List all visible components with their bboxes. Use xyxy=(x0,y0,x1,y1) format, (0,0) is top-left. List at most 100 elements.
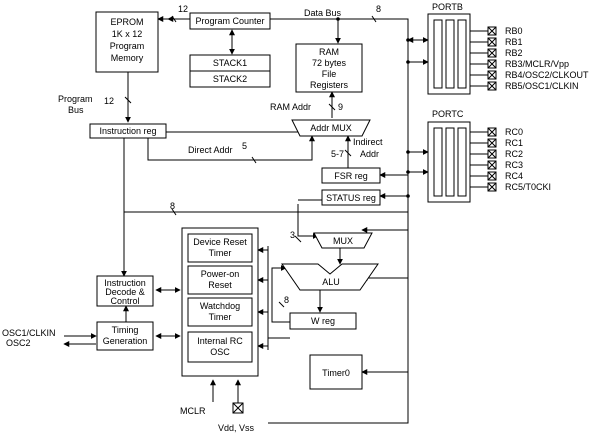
ram-addr-width: 9 xyxy=(338,102,343,112)
ram-addr-label: RAM Addr xyxy=(270,102,311,112)
ram-line3: File xyxy=(322,69,337,79)
pin-label: RB3/MCLR/Vpp xyxy=(505,59,569,69)
stack2-block xyxy=(189,70,271,88)
pin-label: RC1 xyxy=(505,138,523,148)
alu-label: ALU xyxy=(322,277,340,287)
portc-cell xyxy=(457,127,467,197)
indirect-addr-width: 5-7 xyxy=(331,149,344,159)
pin-cross xyxy=(487,37,497,47)
eprom-line2: 1K x 12 xyxy=(112,29,143,39)
status-to-mux xyxy=(297,204,319,239)
pin-cross xyxy=(487,182,497,192)
vdd-vss-label: Vdd, Vss xyxy=(218,423,255,433)
portc-cell xyxy=(433,127,443,197)
junction-dot xyxy=(406,150,410,154)
data-bus-width: 8 xyxy=(376,4,381,14)
portb-cell xyxy=(445,19,455,89)
osc-line1: Internal RC xyxy=(197,336,243,346)
pin-label: RB5/OSC1/CLKIN xyxy=(505,81,579,91)
wdt-line1: Watchdog xyxy=(200,301,240,311)
program-bus-line2: Bus xyxy=(68,105,84,115)
wreg-feedback xyxy=(271,265,290,323)
drt-line1: Device Reset xyxy=(193,237,247,247)
literal-bus-width: 8 xyxy=(170,201,175,211)
junction-dot xyxy=(406,38,410,42)
eprom-line3: Program xyxy=(110,41,145,51)
addr-mux-label: Addr MUX xyxy=(310,123,352,133)
pin-cross xyxy=(487,171,497,181)
mux-label: MUX xyxy=(333,236,353,246)
alu-in-width: 3 xyxy=(290,230,295,240)
por-line2: Reset xyxy=(208,280,232,290)
instruction-reg-block xyxy=(89,123,167,139)
pin-cross xyxy=(487,81,497,91)
osc-pin-line2: OSC2 xyxy=(6,338,31,348)
data-bus-label: Data Bus xyxy=(304,8,342,18)
fsr-reg-label: FSR reg xyxy=(334,171,368,181)
internal-rc-osc-block xyxy=(187,331,253,363)
portc-title: PORTC xyxy=(432,109,464,119)
device-reset-timer-block xyxy=(187,233,253,263)
ram-block xyxy=(295,43,363,93)
alu-in-tick xyxy=(294,235,302,243)
direct-addr-label: Direct Addr xyxy=(188,145,233,155)
power-on-reset-block xyxy=(187,265,253,295)
pin-cross xyxy=(487,26,497,36)
decode-line1: Instruction xyxy=(104,278,146,288)
direct-addr-width: 5 xyxy=(242,141,247,151)
pin-cross xyxy=(487,48,497,58)
pin-cross xyxy=(487,149,497,159)
junction-dot xyxy=(406,170,410,174)
status-reg-block xyxy=(321,189,381,206)
ram-line1: RAM xyxy=(319,47,339,57)
pin-label: RB0 xyxy=(505,26,523,36)
instruction-decode-block xyxy=(96,275,154,307)
timing-line1: Timing xyxy=(112,325,139,335)
watchdog-timer-block xyxy=(187,297,253,327)
timing-line2: Generation xyxy=(103,336,148,346)
ram-addr-tick xyxy=(328,103,336,111)
stack1-label: STACK1 xyxy=(213,58,247,68)
literal-bus-tick xyxy=(171,208,177,216)
vdd-pin-cross xyxy=(232,402,244,414)
pin-cross xyxy=(487,138,497,148)
wreg-out xyxy=(267,330,290,339)
indirect-addr-tick xyxy=(344,149,352,157)
data-bus-tick xyxy=(371,15,377,23)
pc-bus-width: 12 xyxy=(178,4,188,14)
eprom-line4: Memory xyxy=(111,53,144,63)
addr-mux-block xyxy=(291,119,371,137)
pin-cross xyxy=(487,127,497,137)
pin-label: RB2 xyxy=(505,48,523,58)
instruction-reg-label: Instruction reg xyxy=(99,126,156,136)
junction-dot xyxy=(336,17,340,21)
portb-title: PORTB xyxy=(432,2,463,12)
program-bus-width: 12 xyxy=(104,96,114,106)
pc-bus-tick xyxy=(171,15,177,23)
ram-line4: Registers xyxy=(310,80,349,90)
mux-block xyxy=(313,232,373,249)
indirect-addr-line2: Addr xyxy=(360,149,379,159)
program-counter-label: Program Counter xyxy=(195,16,264,26)
pin-label: RB1 xyxy=(505,37,523,47)
wdt-line2: Timer xyxy=(209,312,232,322)
data-bus-line xyxy=(165,18,409,424)
status-reg-label: STATUS reg xyxy=(326,193,376,203)
pin-cross xyxy=(487,70,497,80)
junction-dot xyxy=(406,60,410,64)
portb-pins: RB0RB1RB2RB3/MCLR/VppRB4/OSC2/CLKOUTRB5/… xyxy=(470,26,589,91)
pin-cross xyxy=(487,160,497,170)
portb-cell xyxy=(457,19,467,89)
pin-label: RB4/OSC2/CLKOUT xyxy=(505,70,589,80)
portb-cell xyxy=(433,19,443,89)
timer0-label: Timer0 xyxy=(322,368,350,378)
eprom-block xyxy=(95,11,159,73)
osc-pin-line1: OSC1/CLKIN xyxy=(2,328,56,338)
stack2-label: STACK2 xyxy=(213,74,247,84)
eprom-line1: EPROM xyxy=(110,17,143,27)
program-counter-block xyxy=(189,12,271,30)
pin-label: RC0 xyxy=(505,127,523,137)
program-bus-tick xyxy=(124,96,132,104)
ram-line2: 72 bytes xyxy=(312,58,347,68)
